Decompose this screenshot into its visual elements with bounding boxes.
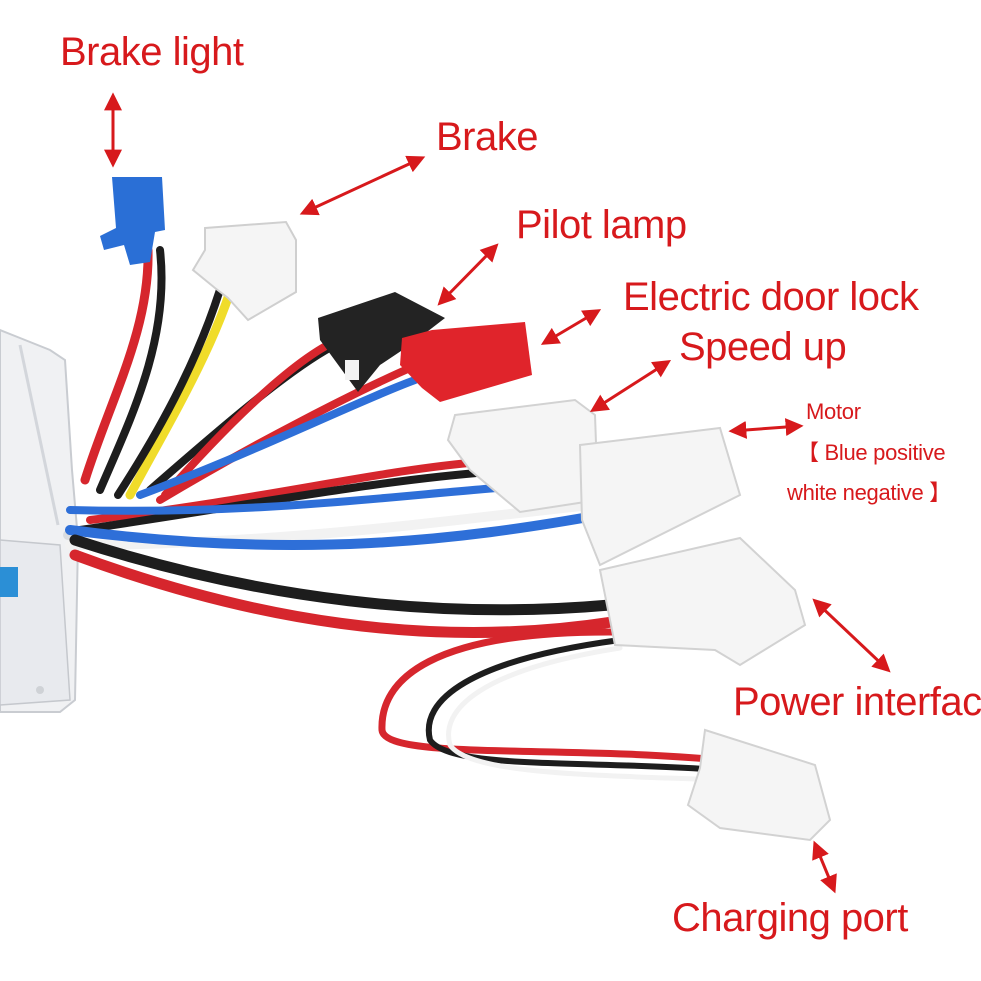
arrow-brake <box>299 155 426 216</box>
label-brake-light: Brake light <box>60 30 244 74</box>
connector-brake-light <box>100 177 165 265</box>
label-electric-door-lock: Electric door lock <box>623 275 919 319</box>
label-brake: Brake <box>436 115 539 159</box>
arrow-charging-port <box>812 840 837 894</box>
pointer-arrows <box>104 92 891 894</box>
connector-pilot-lamp <box>318 292 445 392</box>
arrow-motor <box>728 418 804 439</box>
label-motor: Motor <box>806 399 861 424</box>
arrow-electric-door-lock <box>540 309 602 345</box>
label-charging-port: Charging port <box>672 896 908 940</box>
connector-power-interface <box>598 536 807 667</box>
arrow-pilot-lamp <box>437 243 499 306</box>
connector-charging-port <box>686 728 832 842</box>
connector-speed-up <box>446 398 600 514</box>
arrow-speed-up <box>589 360 672 412</box>
controller-sticker <box>0 567 18 597</box>
wire-harness <box>65 245 724 783</box>
label-motor-blue-positive: 【 Blue positive <box>797 440 946 465</box>
arrow-power-interface <box>812 598 891 673</box>
controller-box <box>0 328 80 713</box>
label-speed-up: Speed up <box>679 325 847 369</box>
label-power-interface: Power interface <box>733 680 981 724</box>
label-motor-white-negative: white negative 】 <box>787 480 951 505</box>
label-pilot-lamp: Pilot lamp <box>516 203 687 247</box>
connector-brake <box>191 220 297 322</box>
connector-motor <box>578 426 742 567</box>
connector-electric-door-lock <box>400 322 532 402</box>
